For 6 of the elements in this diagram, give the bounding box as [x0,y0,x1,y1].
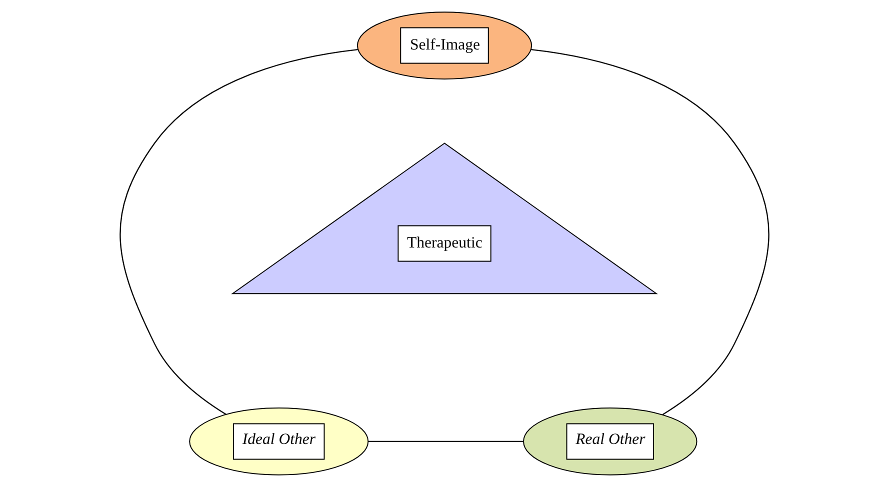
connector [368,440,524,442]
connector [119,49,358,415]
connector [530,49,769,416]
node-ellipse: Self-Image [356,12,532,80]
node-ellipse: Ideal Other [188,408,368,476]
node-ellipse: Real Other [522,408,697,476]
